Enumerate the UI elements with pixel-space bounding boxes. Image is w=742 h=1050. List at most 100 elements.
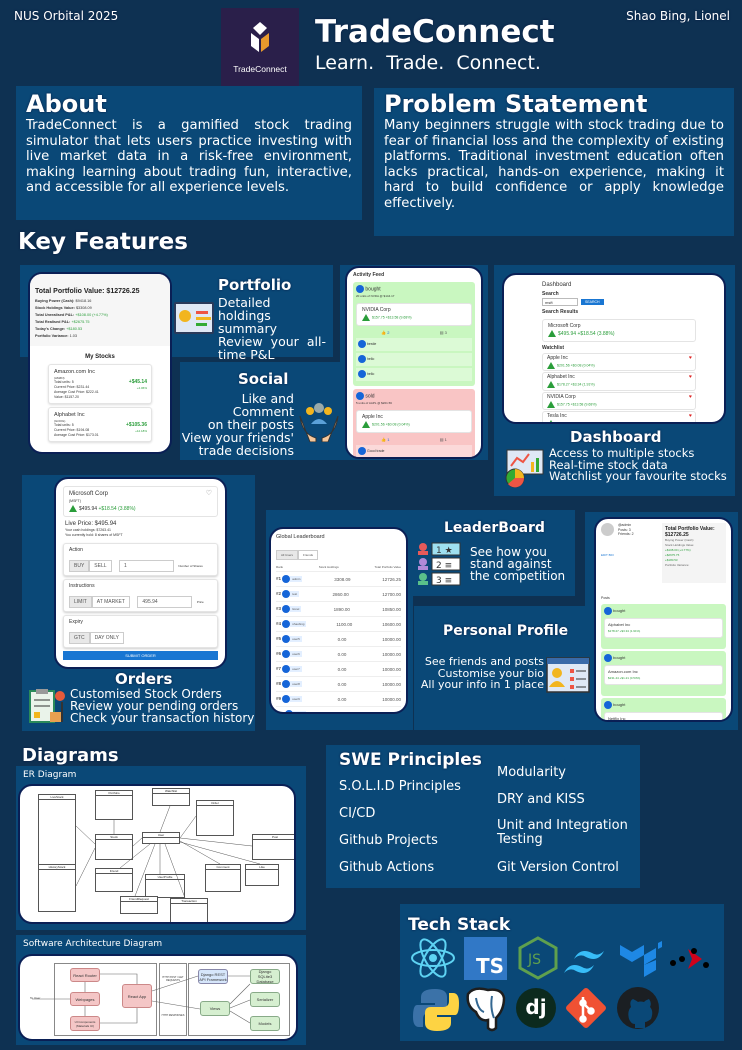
stat-label: Today's Change: bbox=[35, 327, 66, 331]
watchlist-item[interactable]: Apple Inc$201.56 +$0.08 (0.04%)♥ bbox=[542, 352, 696, 372]
post-stock-card[interactable]: NVIDIA Corp$157.75 +$13.58 (9.68%) bbox=[356, 303, 472, 326]
dashboard-title: Dashboard bbox=[542, 282, 572, 288]
rank: #7 bbox=[276, 666, 282, 672]
user-avatar bbox=[282, 605, 291, 613]
col-holdings: Stock Holdings bbox=[318, 565, 339, 569]
tab-all-users[interactable]: All Users bbox=[276, 550, 299, 560]
holdings: 1100.00 bbox=[336, 621, 353, 627]
stock-name: NVIDIA Corp bbox=[547, 393, 576, 400]
search-input[interactable]: msft bbox=[542, 298, 578, 306]
buy-toggle[interactable]: BUY bbox=[69, 559, 90, 572]
favourite-heart-icon[interactable]: ♥ bbox=[689, 413, 692, 420]
er-entity-name: Like bbox=[246, 865, 278, 870]
like-count: 2 bbox=[387, 329, 390, 335]
profile-desc-line: See friends and posts bbox=[424, 655, 544, 668]
favourite-heart-icon[interactable]: ♡ bbox=[205, 490, 212, 497]
tailwind-icon bbox=[564, 951, 604, 973]
postgresql-icon bbox=[466, 987, 506, 1032]
er-entity: HistoryStock bbox=[38, 864, 76, 912]
sa-react-app: React App bbox=[122, 984, 152, 1008]
post-stock-card[interactable]: Netflix Inc$1180.33 -$6.20 (0.52%) bbox=[604, 712, 723, 720]
key-features-heading: Key Features bbox=[18, 229, 188, 255]
rank-user: #8 user8 bbox=[276, 680, 302, 688]
stock-quote: $201.56 +$0.08 (0.04%) bbox=[547, 361, 691, 369]
er-entity: Comment bbox=[205, 864, 241, 892]
favourite-heart-icon[interactable]: ♥ bbox=[689, 354, 692, 361]
watchlist-item[interactable]: NVIDIA Corp$157.75 +$13.58 (9.68%)♥ bbox=[542, 391, 696, 411]
post-header: bought bbox=[604, 607, 723, 615]
watchlist-item[interactable]: Tesla Inc$323.63 +$1.47 (0.46%)♥ bbox=[542, 411, 696, 424]
tech-heading: Tech Stack bbox=[408, 915, 511, 935]
profile-stat: Portfolio Variance: bbox=[665, 563, 690, 567]
day-only-toggle[interactable]: DAY ONLY bbox=[89, 631, 125, 644]
post-stock-card[interactable]: Amazon.com Inc$231.44 +$1.21 (0.53%) bbox=[604, 665, 723, 685]
er-entity-name: Watchlist bbox=[153, 789, 189, 794]
submit-order-button[interactable]: SUBMIT ORDER bbox=[63, 650, 218, 660]
comment-button[interactable]: ▤ 3 bbox=[439, 329, 447, 335]
post-stock-card[interactable]: Alphabet Inc$178.27 +$3.34 (1.91%) bbox=[604, 618, 723, 638]
total-value: 10600.00 bbox=[382, 621, 401, 627]
search-result-item[interactable]: Microsoft Corp$495.94 +$18.54 (3.88%) bbox=[542, 319, 696, 342]
er-entity: FriendRequest bbox=[120, 896, 158, 914]
up-arrow-icon bbox=[547, 400, 555, 408]
gtc-toggle[interactable]: GTC bbox=[69, 631, 90, 644]
watchlist-item[interactable]: Alphabet Inc$178.27 +$3.34 (1.91%)♥ bbox=[542, 372, 696, 391]
sell-toggle[interactable]: SELL bbox=[89, 559, 112, 572]
render-icon bbox=[670, 948, 709, 969]
er-entity-name: Post bbox=[253, 835, 294, 840]
like-button[interactable]: 👍 2 bbox=[381, 329, 390, 335]
comment-count: 3 bbox=[444, 329, 447, 335]
stock-ticker: (GOOG) bbox=[54, 419, 66, 423]
stock-name: Amazon.com Inc bbox=[54, 369, 95, 375]
user-avatar bbox=[282, 650, 291, 658]
like-button[interactable]: 👍 1 bbox=[381, 436, 390, 442]
shares-value: 1 bbox=[123, 562, 127, 569]
social-heading: Social bbox=[238, 370, 289, 388]
shares-input[interactable]: 1 bbox=[118, 559, 174, 572]
price-input[interactable]: 495.94 bbox=[137, 595, 193, 608]
portfolio-stat: Total Realised P&L: +$2675.75 bbox=[35, 319, 165, 326]
favourite-heart-icon[interactable]: ♥ bbox=[689, 393, 692, 400]
quote: $201.56 +$0.08 (0.04%) bbox=[372, 422, 410, 427]
post-action: bought bbox=[365, 286, 381, 293]
user-avatar bbox=[604, 701, 612, 709]
stock-name: Apple Inc bbox=[547, 354, 568, 361]
market-toggle[interactable]: AT MARKET bbox=[91, 595, 130, 608]
rank: #6 bbox=[276, 651, 282, 657]
comment-button[interactable]: ▤ 1 bbox=[439, 436, 447, 442]
post-stock-card[interactable]: Apple Inc$201.56 +$0.08 (0.04%) bbox=[356, 410, 472, 433]
post-action: bought bbox=[613, 655, 626, 661]
search-label: Search bbox=[542, 291, 559, 297]
comment: bestie bbox=[356, 337, 472, 351]
edit-bio-link[interactable]: EDIT BIO bbox=[601, 553, 614, 557]
profile-desc-line: Customise your bio bbox=[437, 666, 544, 680]
limit-toggle[interactable]: LIMIT bbox=[69, 595, 92, 608]
shares-held: You currently hold: 8 shares of MSFT bbox=[65, 532, 123, 537]
tab-friends[interactable]: Friends bbox=[298, 550, 319, 560]
swe-item: Modularity bbox=[497, 765, 566, 780]
er-entity-name: Portfolio bbox=[96, 791, 132, 796]
quote: $323.63 +$1.47 (0.46%) bbox=[557, 421, 595, 424]
stock-quote: $323.63 +$1.47 (0.46%) bbox=[547, 420, 691, 424]
search-button[interactable]: SEARCH bbox=[581, 299, 604, 305]
rank-user: #3 lionel bbox=[276, 605, 302, 613]
favourite-heart-icon[interactable]: ♥ bbox=[689, 374, 692, 381]
up-arrow-icon bbox=[547, 420, 555, 422]
commenter-avatar bbox=[358, 446, 366, 455]
architecture-diagram: React Router Webpages UI Components (Mat… bbox=[18, 954, 298, 1041]
logo-text: TradeConnect bbox=[233, 64, 287, 74]
